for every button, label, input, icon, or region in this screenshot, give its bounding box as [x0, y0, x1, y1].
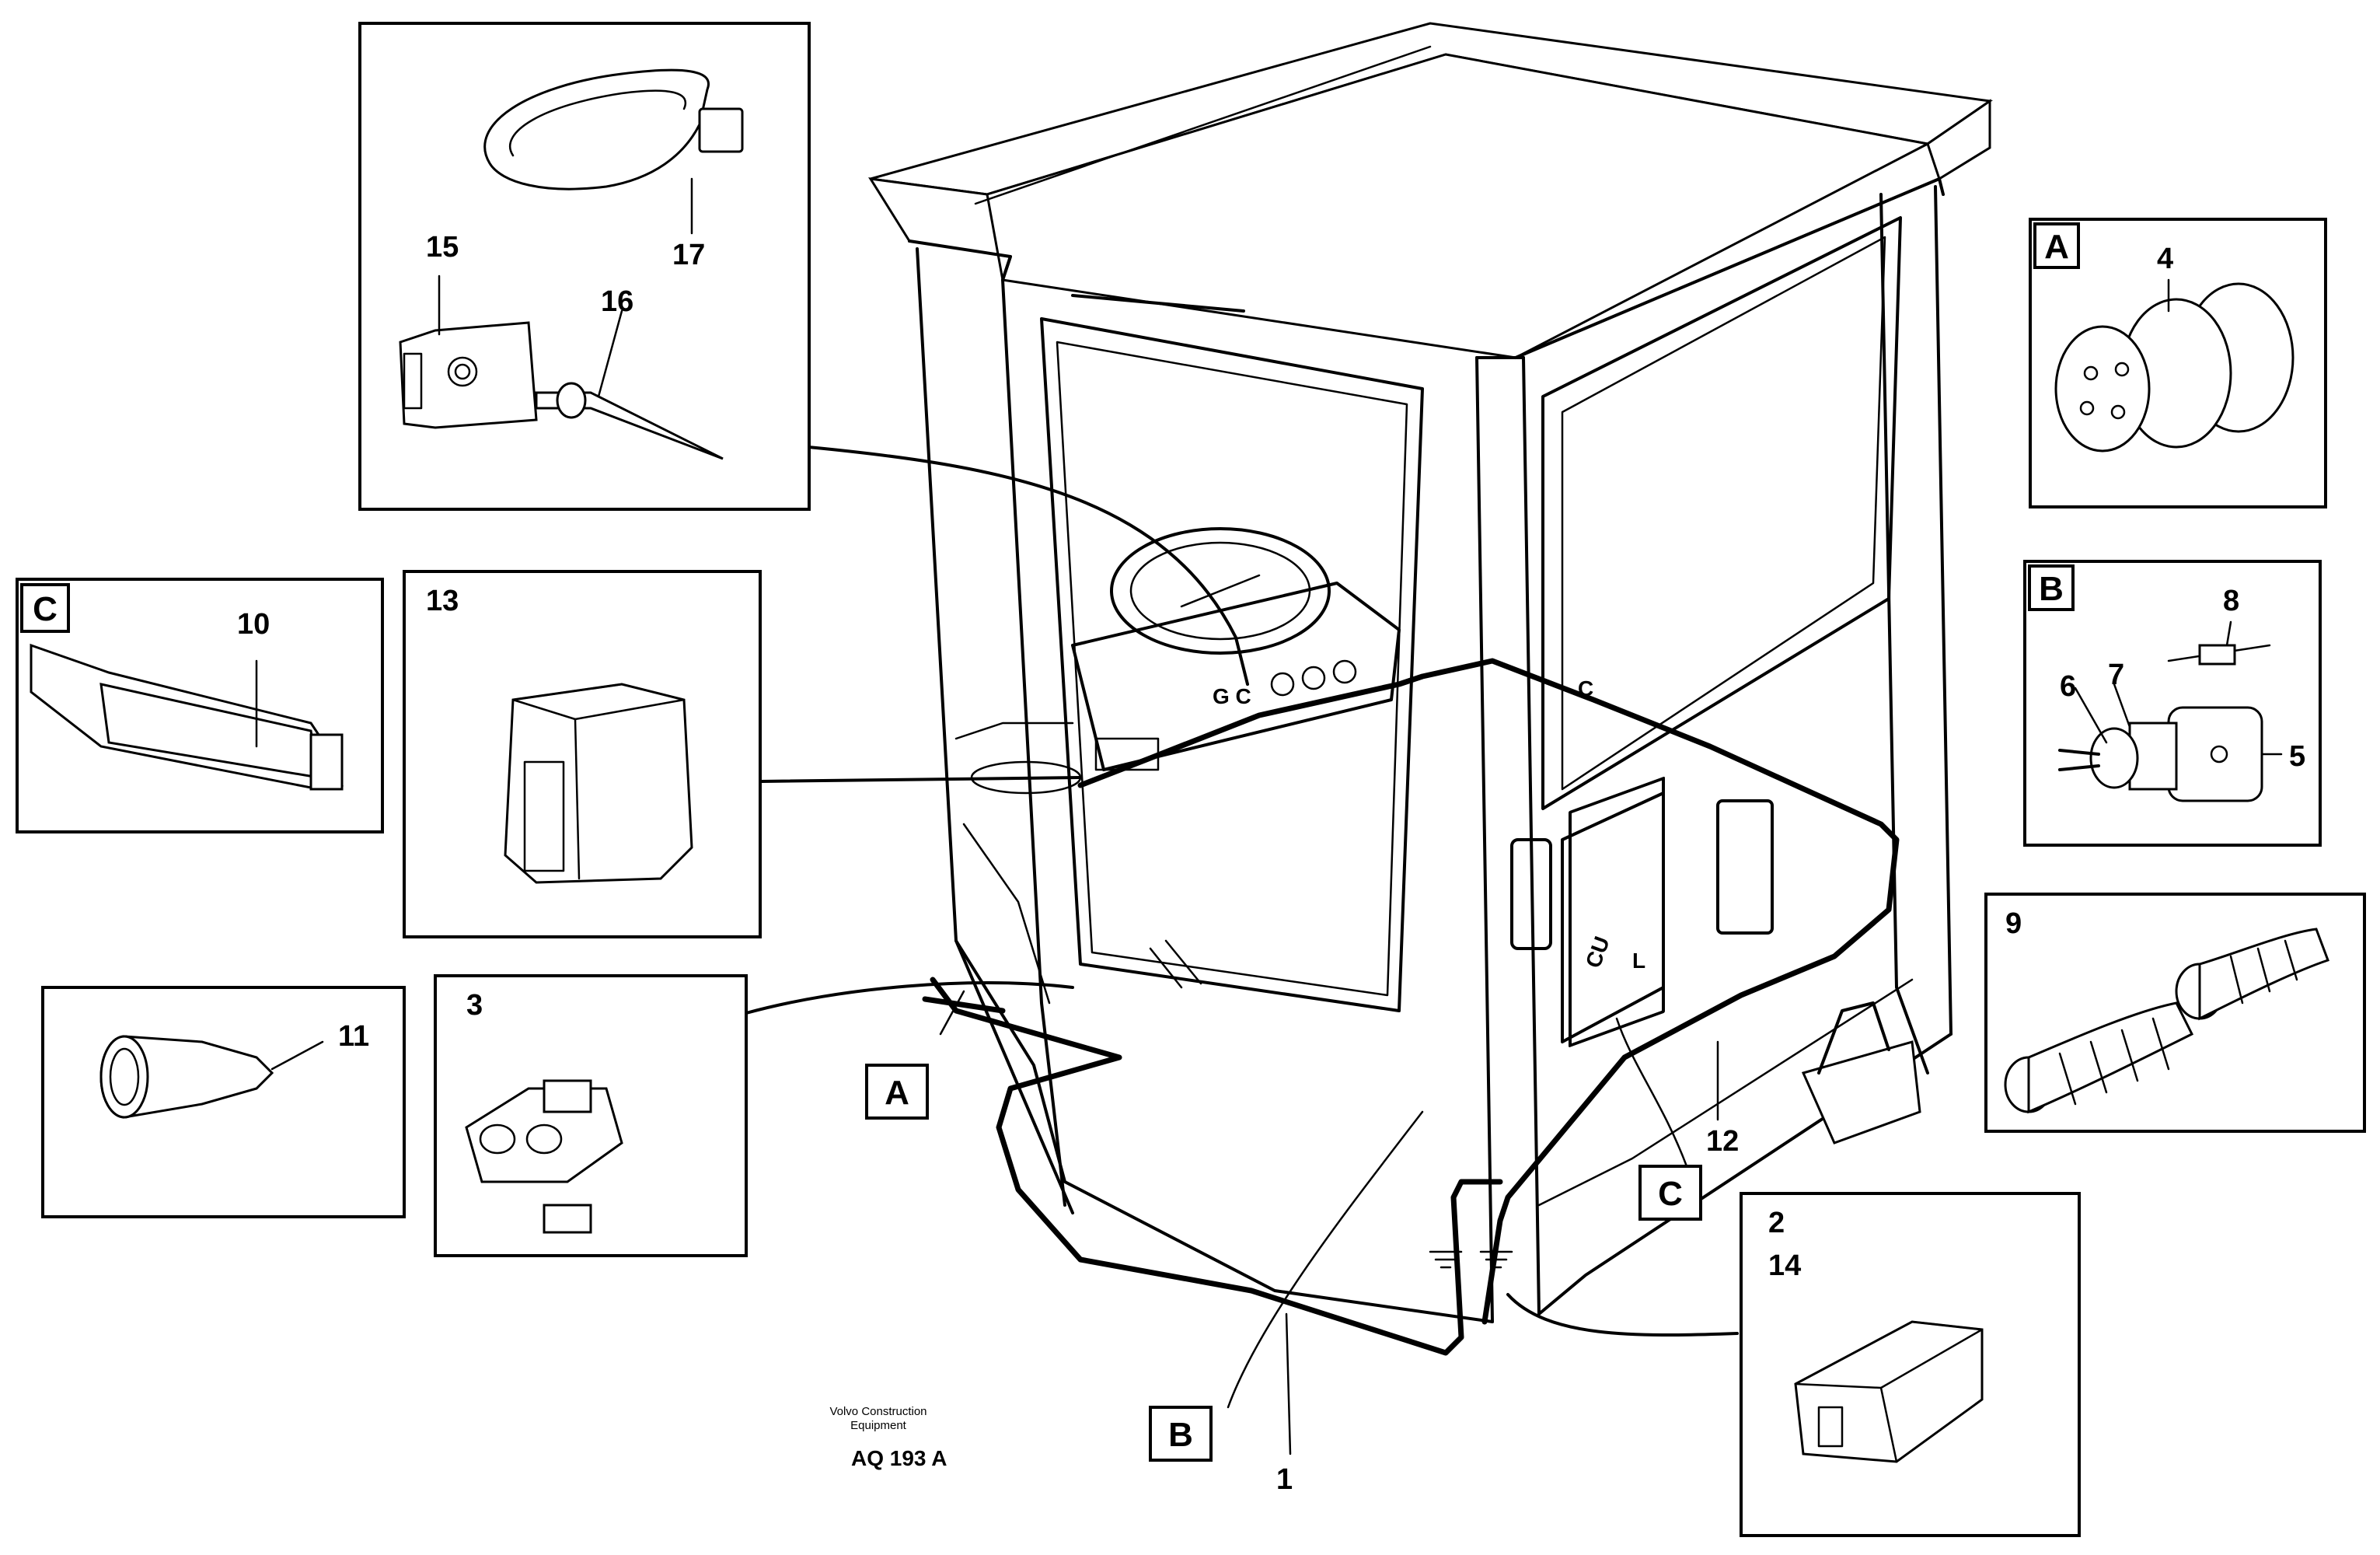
label-14: 14 — [1768, 1249, 1801, 1282]
cab-drawing: CU L C G C — [868, 22, 1994, 1356]
detail-panel-9: 9 — [1984, 893, 2366, 1133]
marking-gc: G C — [1213, 684, 1251, 708]
label-10: 10 — [237, 608, 270, 641]
detail-letter-b: B — [2039, 570, 2064, 608]
detail-panel-15-16-17: 15 16 17 — [358, 22, 811, 511]
label-15: 15 — [426, 231, 459, 264]
bellows-illustration — [2004, 928, 2329, 1114]
label-11: 11 — [338, 1020, 369, 1053]
round-connector-illustration — [2054, 278, 2295, 453]
detail-panel-2-14: 2 14 — [1740, 1192, 2081, 1537]
cable-tie-illustration — [483, 68, 744, 235]
callout-a: A — [865, 1064, 929, 1120]
detail-panel-3: 3 — [434, 974, 748, 1257]
cable-clip-illustration — [399, 274, 724, 460]
label-4: 4 — [2157, 243, 2173, 275]
footer: Volvo Construction Equipment AQ 193 A — [829, 1405, 947, 1470]
label-1: 1 — [1276, 1463, 1293, 1496]
label-9: 9 — [2005, 907, 2022, 940]
relay-illustration — [504, 683, 693, 884]
label-7: 7 — [2108, 659, 2124, 691]
marking-cu: CU — [1581, 933, 1614, 971]
drawing-code: AQ 193 A — [851, 1446, 947, 1470]
detail-panel-11: 11 — [41, 986, 406, 1218]
footer-company-line1: Volvo Construction — [829, 1405, 927, 1418]
terminal-housing-illustration — [1794, 1320, 1984, 1463]
label-12: 12 — [1706, 1125, 1739, 1158]
rubber-boot-illustration — [99, 1035, 324, 1119]
detail-letter-a: A — [2044, 228, 2069, 266]
connector-with-gland-illustration — [2058, 620, 2283, 802]
footer-company-line2: Equipment — [850, 1419, 907, 1432]
cab-roof — [868, 22, 1994, 359]
label-6: 6 — [2060, 670, 2076, 703]
multi-connector-illustration — [30, 643, 344, 791]
detail-panel-a-4: A 4 — [2029, 218, 2327, 508]
wiring-harness — [922, 658, 1900, 1356]
label-8: 8 — [2223, 585, 2239, 617]
connector-housing-illustration — [465, 1079, 623, 1234]
marking-l: L — [1632, 949, 1645, 973]
label-16: 16 — [601, 285, 633, 318]
leader-lines — [745, 446, 1739, 1455]
cab-frame — [916, 185, 1953, 1323]
detail-panel-c-10: C 10 — [16, 578, 384, 833]
detail-panel-13: 13 — [403, 570, 762, 938]
detail-panel-b-5-8: B 8 6 7 5 — [2023, 560, 2322, 847]
label-5: 5 — [2289, 740, 2305, 773]
callout-c-letter: C — [1658, 1175, 1683, 1213]
label-2: 2 — [1768, 1207, 1785, 1239]
detail-letter-c: C — [33, 590, 58, 628]
label-13: 13 — [426, 585, 459, 617]
label-17: 17 — [672, 239, 705, 271]
callout-a-letter: A — [885, 1074, 909, 1112]
callout-c: C — [1638, 1165, 1702, 1221]
callout-b-letter: B — [1168, 1416, 1193, 1454]
label-3: 3 — [466, 989, 483, 1022]
callout-b: B — [1149, 1406, 1213, 1462]
